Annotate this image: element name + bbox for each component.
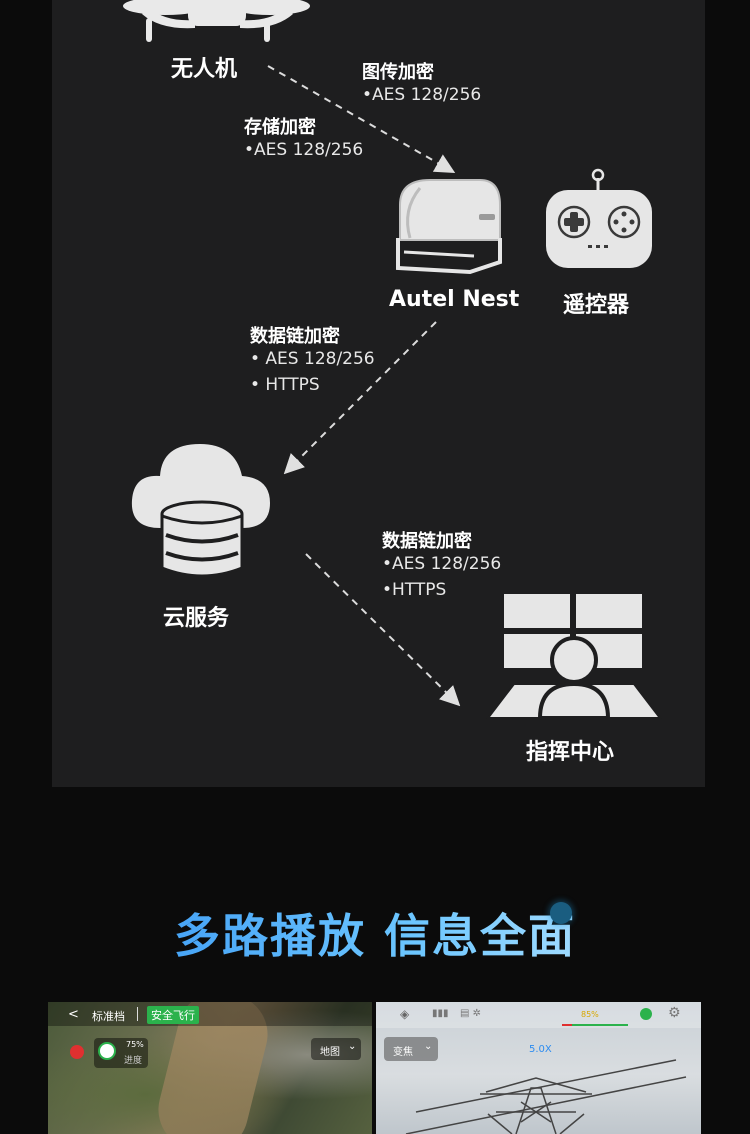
- settings-gear-icon[interactable]: ⚙: [668, 1005, 681, 1021]
- zoom-dropdown-label: 变焦: [393, 1047, 413, 1058]
- progress-widget: 75% 进度: [94, 1038, 148, 1068]
- command-center-icon: [485, 594, 663, 720]
- datalink-cloud-encryption: 数据链加密 • AES 128/256 • HTTPS: [250, 328, 375, 403]
- zoom-dropdown[interactable]: 变焦 ⌄: [384, 1037, 438, 1061]
- enc-item: • AES 128/256: [250, 349, 375, 369]
- battery-value: 85%: [581, 1010, 599, 1019]
- section-headline: 多路播放 信息全面: [0, 900, 750, 966]
- enc-item: •HTTPS: [382, 580, 447, 600]
- enc-item: •AES 128/256: [382, 554, 502, 574]
- power-tower-icon: [405, 1059, 687, 1134]
- image-transmission-encryption: 图传加密 •AES 128/256: [362, 64, 481, 113]
- drone-status-icon: ◈: [400, 1007, 410, 1021]
- drone-icon: [123, 0, 310, 42]
- pause-icon[interactable]: [100, 1044, 114, 1058]
- arrow-drone-to-nest: [267, 65, 456, 173]
- enc-title: 数据链加密: [250, 326, 340, 347]
- storage-encryption: 存储加密 •AES 128/256: [244, 119, 363, 168]
- cloud-database-icon: [131, 444, 270, 578]
- arrow-nest-to-cloud: [283, 321, 437, 475]
- command-label: 指挥中心: [526, 740, 615, 765]
- nest-label: Autel Nest: [389, 287, 520, 312]
- flight-status-badge: 安全飞行: [147, 1006, 199, 1024]
- headline-decoration-dot: [550, 902, 572, 924]
- map-dropdown[interactable]: 地图 ⌄: [311, 1038, 361, 1060]
- signal-icon: ▮▮▮: [432, 1008, 449, 1019]
- battery-bar: [562, 1024, 628, 1026]
- cloud-label: 云服务: [163, 606, 230, 631]
- chevron-down-icon: ⌄: [348, 1041, 357, 1052]
- nest-icon: [396, 179, 502, 275]
- datalink-command-encryption: 数据链加密 •AES 128/256 •HTTPS: [382, 533, 501, 608]
- landing-icon[interactable]: [640, 1008, 652, 1020]
- enc-title: 存储加密: [244, 117, 316, 138]
- enc-item: •AES 128/256: [244, 140, 364, 160]
- arrow-cloud-to-command: [305, 553, 461, 707]
- progress-value: 75%: [126, 1040, 144, 1049]
- flight-mode-label[interactable]: 标准档: [92, 1010, 125, 1023]
- enc-item: •AES 128/256: [362, 85, 482, 105]
- progress-label: 进度: [124, 1056, 143, 1066]
- zoom-level: 5.0X: [529, 1044, 552, 1055]
- map-dropdown-label: 地图: [320, 1047, 340, 1058]
- drone-label: 无人机: [171, 57, 238, 82]
- back-icon[interactable]: <: [68, 1007, 79, 1022]
- divider: [137, 1007, 138, 1021]
- chevron-down-icon: ⌄: [424, 1041, 433, 1052]
- remote-controller-icon: [546, 168, 652, 268]
- enc-title: 数据链加密: [382, 531, 472, 552]
- gps-icon: ▤ ✲: [460, 1008, 482, 1019]
- remote-label: 遥控器: [563, 293, 630, 318]
- camera-view-preview: ◈ ▮▮▮ ▤ ✲ 85% ⚙ 变焦 ⌄ 5.0X: [376, 1002, 701, 1134]
- top-bar: [48, 1002, 372, 1026]
- map-view-preview: < 标准档 安全飞行 75% 进度 地图 ⌄: [48, 1002, 372, 1134]
- record-icon[interactable]: [70, 1045, 84, 1059]
- enc-title: 图传加密: [362, 62, 434, 83]
- enc-item: • HTTPS: [250, 375, 320, 395]
